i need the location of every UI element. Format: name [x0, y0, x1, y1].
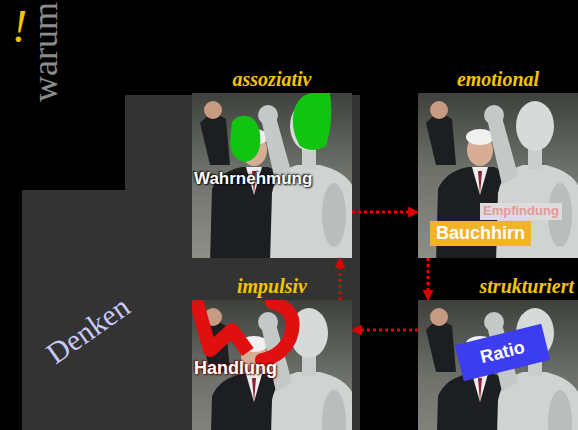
overlay-label: Empfindung	[480, 203, 562, 220]
panel-title: impulsiv	[192, 274, 352, 298]
image-panel: emotionalEmpfindungBauchhirn	[418, 93, 578, 258]
image-panel: strukturiertRatio	[418, 300, 578, 430]
dotted-arrow	[352, 211, 418, 214]
dotted-arrow	[427, 258, 430, 300]
image-panel: assoziativWahrnehmung	[192, 93, 352, 258]
region-label: Denken	[40, 289, 136, 370]
photo	[418, 300, 578, 430]
ground-panel	[22, 95, 360, 430]
panel-title: strukturiert	[480, 274, 574, 298]
image-panel: impulsivHandlung	[192, 300, 352, 430]
highlight-blob	[230, 93, 331, 162]
photo	[418, 93, 578, 258]
dotted-arrow	[339, 258, 342, 300]
panel-title: emotional	[418, 67, 578, 91]
photo	[192, 93, 352, 258]
photo	[192, 300, 352, 430]
overlay-label: Ratio	[455, 324, 550, 381]
overlay-label: Wahrnehmung	[194, 169, 312, 189]
overlay-label: Handlung	[194, 358, 277, 379]
side-heading: warum	[24, 2, 66, 102]
panel-title: assoziativ	[192, 67, 352, 91]
dotted-arrow	[352, 329, 418, 332]
highlight-blob	[196, 300, 293, 360]
overlay-label: Bauchhirn	[430, 221, 531, 246]
